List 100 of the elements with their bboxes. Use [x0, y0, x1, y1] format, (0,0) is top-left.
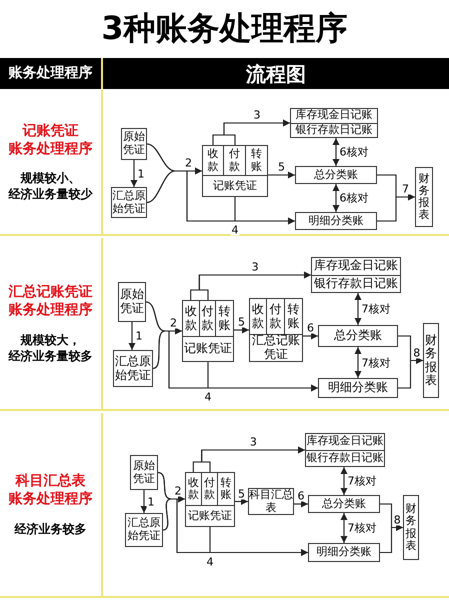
process-box	[308, 543, 380, 562]
row-title: 记账凭证账务处理程序	[8, 122, 92, 158]
box-label: 原始凭证	[132, 460, 156, 486]
process-box	[415, 167, 433, 227]
edge-label: 2	[184, 158, 193, 168]
box-label: 银行存款日记账	[306, 450, 384, 466]
arrow	[380, 524, 403, 554]
box-label: 明细分类账	[316, 546, 372, 559]
process-box	[318, 378, 398, 398]
box-label: 收款	[188, 476, 199, 502]
box-label: 总分类账	[314, 168, 358, 182]
edge-label: 4	[204, 392, 212, 402]
double-arrow	[332, 184, 340, 212]
edge-label: 1	[134, 330, 144, 342]
box-label: 总分类账	[334, 329, 382, 343]
box-label: 库存现金日记账	[312, 258, 400, 276]
double-arrow	[354, 347, 362, 378]
box-label: 原始凭证	[122, 131, 146, 157]
box-label: 记账凭证	[212, 178, 258, 194]
edge-label: 4	[206, 556, 214, 567]
box-label: 银行存款日记账	[294, 124, 374, 137]
edge-label: 8	[392, 514, 402, 525]
arrow	[234, 326, 249, 334]
double-arrow	[340, 513, 348, 543]
voucher-column	[250, 299, 268, 335]
box-label: 汇总记账凭证	[251, 335, 301, 361]
edge-label: 1	[136, 168, 146, 179]
box-label: 明细分类账	[328, 381, 388, 395]
box-label: 财务报表	[425, 334, 437, 387]
process-box	[130, 455, 158, 490]
edge-label: 3	[248, 436, 258, 448]
edge-label: 5	[277, 162, 286, 172]
box-label: 原始凭证	[119, 288, 145, 316]
arrow	[235, 498, 248, 505]
edge-label: 7核对	[346, 476, 378, 486]
voucher-column	[224, 146, 246, 176]
box-label: 收款	[208, 148, 219, 173]
double-arrow	[332, 138, 340, 166]
edge-label: 2	[169, 318, 178, 328]
box-label: 财务报表	[406, 503, 416, 552]
double-arrow	[340, 467, 348, 495]
edge-label: 3	[250, 262, 260, 272]
voucher-column	[200, 301, 216, 337]
voucher-column	[284, 299, 302, 335]
arrow	[398, 357, 423, 389]
edge-label: 7核对	[346, 522, 378, 534]
box-label: 银行存款日记账	[313, 276, 399, 292]
arrow	[234, 197, 295, 224]
row-title: 汇总记账凭证账务处理程序	[8, 283, 92, 320]
edge-label: 6	[296, 490, 306, 502]
edge-label: 7核对	[360, 304, 392, 314]
box-label: 汇总原始凭证	[126, 517, 162, 543]
box-label: 转账	[220, 476, 232, 502]
arrow	[130, 160, 138, 187]
column-header: 流程图	[246, 60, 306, 88]
voucher-box	[202, 145, 268, 197]
box-label: 记账凭证	[187, 508, 233, 524]
process-box	[318, 325, 398, 347]
edge-label: 3	[252, 110, 262, 120]
edge-label: 6核对	[338, 192, 370, 204]
box-label: 财务报表	[418, 172, 430, 222]
box-label: 库存现金日记账	[306, 434, 384, 450]
process-box	[295, 166, 377, 184]
process-box	[308, 495, 380, 513]
arrow	[207, 362, 318, 392]
voucher-box	[182, 300, 234, 362]
box-label: 汇总原始凭证	[112, 190, 146, 216]
edge-label: 7	[401, 184, 410, 194]
box-label: 收款	[184, 305, 197, 332]
arrow	[303, 332, 318, 340]
voucher-column	[267, 299, 285, 335]
arrow	[294, 500, 308, 508]
edge-label: 6核对	[338, 146, 370, 158]
edge-label: 7核对	[360, 357, 392, 368]
process-box	[403, 495, 419, 560]
arrow	[140, 490, 148, 513]
box-label: 转账	[218, 305, 231, 332]
box-label: 转账	[250, 148, 262, 173]
box-label: 收款	[252, 303, 264, 330]
row-title: 科目汇总表账务处理程序	[8, 472, 92, 509]
column-header: 账务处理程序	[8, 64, 92, 83]
process-box	[295, 212, 377, 230]
ledger-box	[305, 433, 385, 467]
edge-label: 5	[237, 488, 246, 499]
arrow	[128, 322, 136, 350]
page-title: 3种账务处理程序	[101, 8, 348, 49]
voucher-box	[185, 472, 235, 527]
edge-label: 2	[174, 486, 182, 496]
arrow	[377, 194, 415, 222]
box-label: 科目汇总表	[249, 488, 293, 514]
row-description: 经济业务较多	[14, 520, 86, 537]
edge-label: 4	[230, 224, 240, 236]
voucher-column	[202, 473, 218, 506]
edge-label: 8	[412, 347, 422, 358]
voucher-box	[249, 298, 303, 362]
box-label: 记账凭证	[183, 340, 233, 358]
ledger-box	[290, 108, 378, 138]
edge-label: 5	[237, 316, 246, 328]
edge-label: 1	[146, 496, 156, 507]
process-box	[423, 323, 439, 398]
